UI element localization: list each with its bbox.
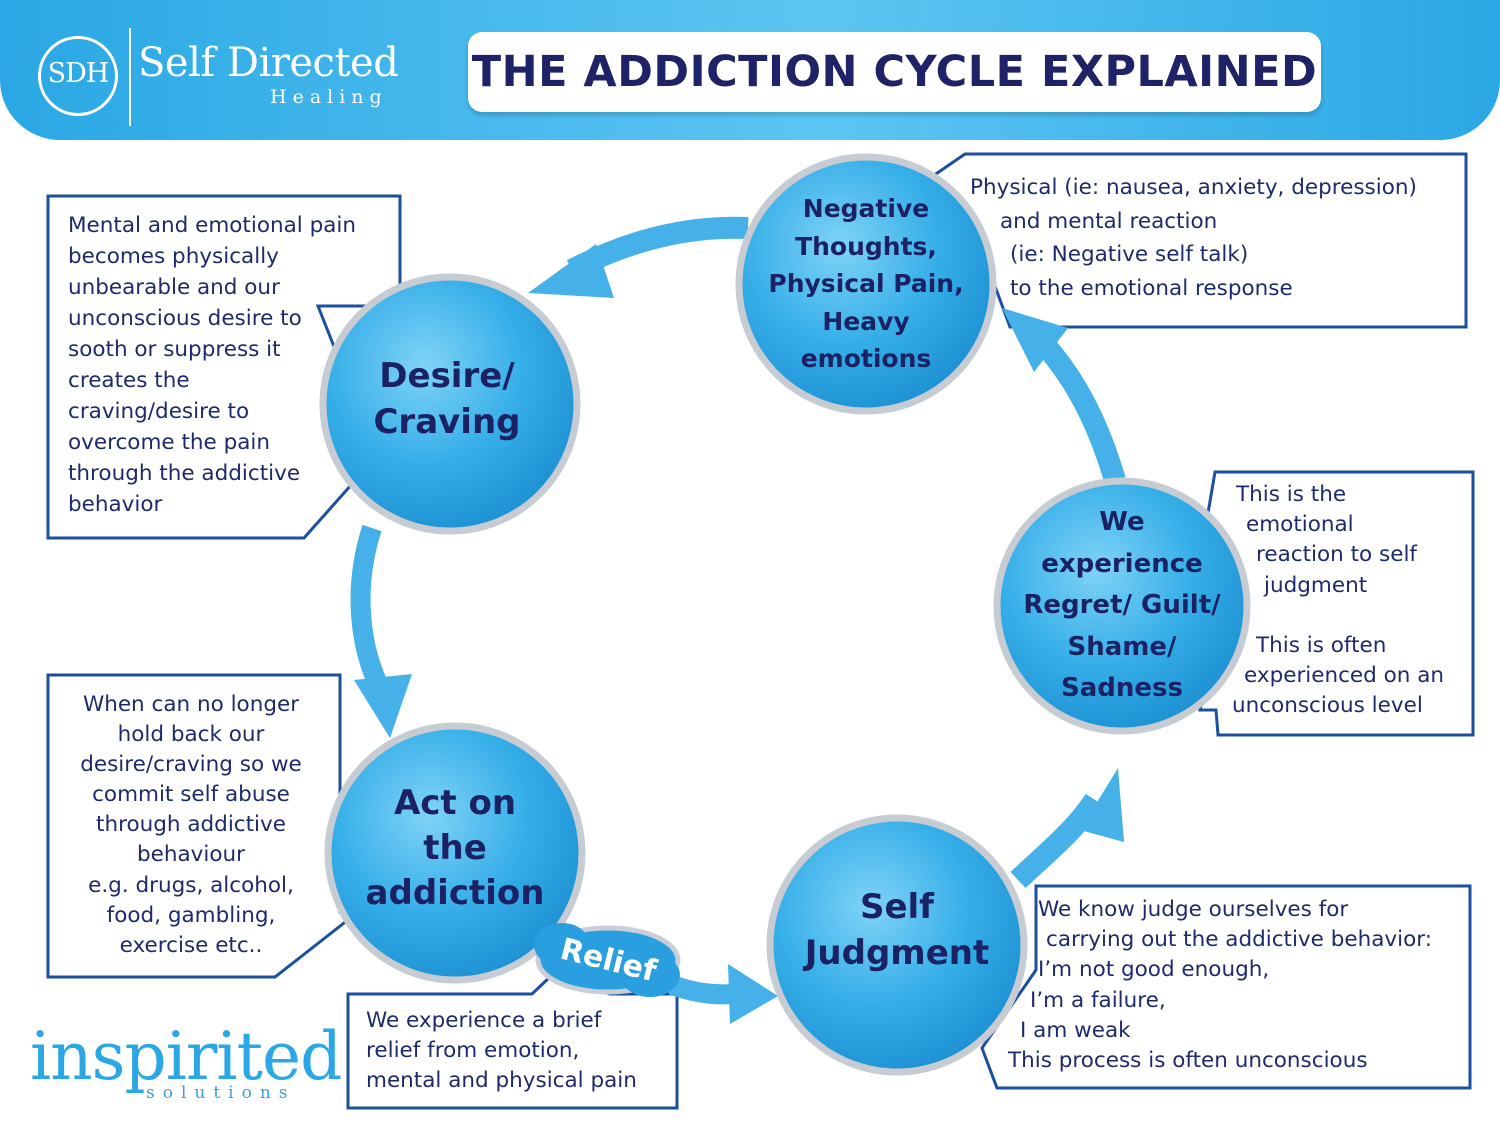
callout-line: We know judge ourselves for [1038,897,1349,922]
title-box: THE ADDICTION CYCLE EXPLAINED [468,32,1321,112]
callout-line: This process is often unconscious [1008,1048,1368,1074]
node-act-line: Act on [393,782,517,823]
callout-line: unconscious level [1232,693,1423,719]
callout-line: through addictive [96,812,286,838]
callout-line: emotional [1246,512,1354,538]
node-regret-label: We experience Regret/ Guilt/ Shame/ Sadn… [1004,500,1240,712]
callout-line: experienced on an [1244,663,1445,689]
node-act-line: the [423,827,487,868]
node-desire-circle [319,273,581,535]
regret-callout-text: This is the emotional reaction to self j… [1232,480,1444,721]
node-regret-line: Sadness [1061,673,1183,704]
arrowhead-act [354,674,412,738]
logo-initials: SDH [47,58,110,89]
node-regret-line: experience [1041,548,1203,579]
callout-line: commit self abuse [92,782,290,808]
callout-line: carrying out the addictive behavior: [1046,927,1432,953]
node-negative-line: Physical Pain, [768,269,964,299]
node-regret-line: Regret/ Guilt/ [1023,590,1221,621]
callout-line: behavior [68,492,163,517]
callout-line [1232,601,1444,631]
callout-line: to the emotional response [1010,275,1293,301]
arrowhead-negative [1002,308,1068,372]
callout-line: I’m a failure, [1030,987,1166,1013]
node-desire-line: Desire/ [379,356,515,396]
node-negative-line: Heavy [822,306,910,336]
arrowhead-desire [528,244,614,298]
callout-line: food, gambling, [106,902,276,928]
node-act-line: addiction [365,872,545,913]
callout-line: This is the [1236,482,1347,507]
callout-line: I’m not good enough, [1038,957,1270,983]
callout-line: craving/desire to [68,399,250,424]
sdh-logo-icon [38,36,118,116]
callout-line: and mental reaction [1000,208,1218,234]
node-negative-circle [735,153,997,415]
callout-line: through the addictive [68,461,301,486]
node-negative-line: Negative [802,194,930,224]
relief-badge [534,923,681,997]
node-desire-line: Craving [373,402,521,442]
node-negative-line: emotions [800,344,932,374]
callout-line: overcome the pain [68,430,270,455]
node-act-circle [324,722,586,984]
node-regret-line: We [1099,507,1145,538]
callout-line: sooth or suppress it [68,337,281,362]
callout-line: unconscious desire to [68,306,302,331]
callout-line: reaction to self [1256,542,1417,568]
page-title: THE ADDICTION CYCLE EXPLAINED [471,47,1318,97]
callout-line: We experience a brief [366,1008,602,1033]
footer-logo-subtitle: solutions [146,1083,296,1103]
callout-line: mental and physical pain [366,1068,637,1093]
node-self-circle [766,814,1028,1076]
logo-subtitle: Healing [270,86,388,108]
node-regret-circle [993,477,1251,735]
callout-line: (ie: Negative self talk) [1010,242,1249,267]
callout-line: unbearable and our [68,275,280,300]
callout-line: judgment [1264,572,1368,598]
arrow-regret-to-negative [1036,337,1126,484]
callout-line: desire/craving so we [80,752,302,778]
footer-logo: inspirited [30,1018,342,1095]
node-self-line: Judgment [804,933,990,973]
callout-line: When can no longer [82,692,300,717]
callout-line: This is often [1256,632,1387,658]
callout-line: creates the [68,368,190,393]
negative-callout-text: Physical (ie: nausea, anxiety, depressio… [970,171,1417,305]
callout-line: Mental and emotional pain [68,213,357,238]
logo-name: Self Directed [138,40,399,86]
desire-callout-text: Mental and emotional pain becomes physic… [68,210,356,520]
callout-line: becomes physically [68,244,279,269]
arrow-self-to-regret [1010,793,1105,889]
callout-line: exercise etc.. [119,932,263,958]
arrow-desire-to-act [350,524,391,697]
node-negative-line: Thoughts, [795,231,937,261]
arrowhead-regret [1080,768,1124,842]
callout-line: relief from emotion, [366,1038,580,1063]
act-callout-text: When can no longer hold back our desire/… [56,690,326,961]
node-self-label: Self Judgment [787,880,1007,980]
callout-line: hold back our [117,722,265,748]
callout-line: e.g. drugs, alcohol, [88,872,294,898]
node-desire-label: Desire/ Craving [337,344,557,454]
node-self-line: Self [859,887,934,927]
self-callout-box [980,884,1472,1090]
self-callout-text: We know judge ourselves for carrying out… [1008,895,1432,1076]
logo-divider [129,28,131,126]
relief-callout-text: We experience a brief relief from emotio… [366,1006,637,1096]
node-negative-label: Negative Thoughts, Physical Pain, Heavy … [746,186,986,382]
callout-line: I am weak [1020,1017,1131,1043]
callout-line: Physical (ie: nausea, anxiety, depressio… [970,175,1417,200]
node-act-label: Act on the addiction [345,778,565,918]
arrowhead-self [728,964,778,1024]
node-regret-line: Shame/ [1067,631,1177,662]
callout-line: behaviour [137,842,245,868]
